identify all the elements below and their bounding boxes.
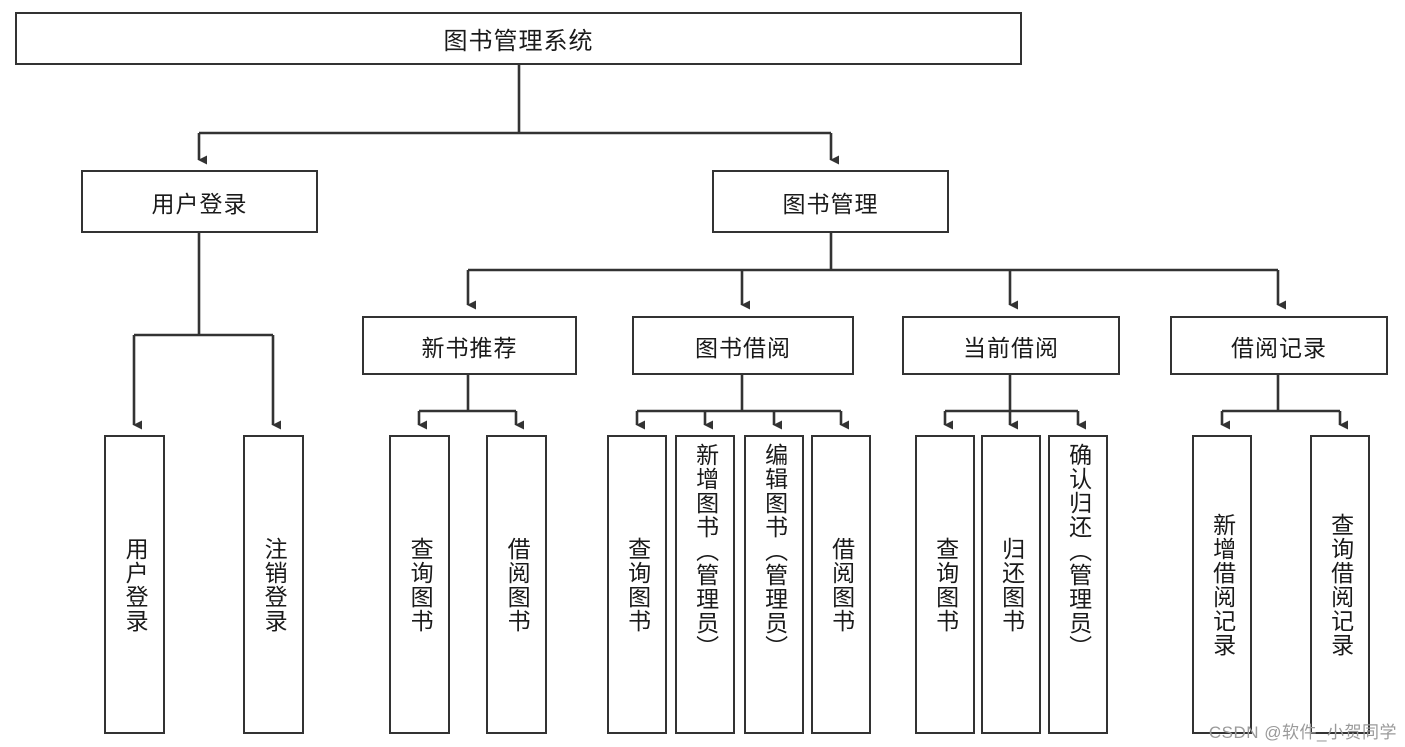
node-new-book-recommend[interactable]: 新书推荐: [362, 316, 577, 375]
node-label: 查询图书: [624, 536, 651, 633]
leaf-borrow-book-recommend[interactable]: 借阅图书: [486, 435, 547, 734]
leaf-add-book-admin[interactable]: 新增图书（管理员）: [675, 435, 735, 734]
leaf-borrow-book[interactable]: 借阅图书: [811, 435, 871, 734]
leaf-confirm-return-admin[interactable]: 确认归还（管理员）: [1048, 435, 1108, 734]
leaf-query-borrow-record[interactable]: 查询借阅记录: [1310, 435, 1370, 734]
node-label: 新书推荐: [421, 334, 518, 361]
node-label: 图书借阅: [695, 334, 791, 361]
node-label: 查询借阅记录: [1327, 512, 1354, 657]
leaf-return-book[interactable]: 归还图书: [981, 435, 1041, 734]
node-label: 查询图书: [932, 536, 959, 633]
node-label: 借阅图书: [504, 536, 531, 633]
node-borrow-records[interactable]: 借阅记录: [1170, 316, 1388, 375]
node-label: 新增借阅记录: [1209, 512, 1236, 657]
node-label: 新增图书（管理员）: [692, 443, 719, 659]
node-label: 归还图书: [998, 536, 1025, 633]
node-label: 图书管理系统: [443, 28, 594, 55]
leaf-query-book-current[interactable]: 查询图书: [915, 435, 975, 734]
node-label: 编辑图书（管理员）: [761, 443, 788, 659]
node-current-borrow[interactable]: 当前借阅: [902, 316, 1120, 375]
leaf-edit-book-admin[interactable]: 编辑图书（管理员）: [744, 435, 804, 734]
node-label: 注销登录: [261, 536, 288, 633]
leaf-query-book-recommend[interactable]: 查询图书: [389, 435, 450, 734]
node-label: 借阅记录: [1231, 334, 1327, 361]
leaf-add-borrow-record[interactable]: 新增借阅记录: [1192, 435, 1252, 734]
leaf-user-logout[interactable]: 注销登录: [243, 435, 304, 734]
leaf-user-login[interactable]: 用户登录: [104, 435, 165, 734]
node-label: 查询图书: [407, 536, 434, 633]
node-label: 用户登录: [151, 190, 248, 217]
leaf-query-book-borrow[interactable]: 查询图书: [607, 435, 667, 734]
node-root-book-management-system[interactable]: 图书管理系统: [15, 12, 1022, 65]
node-label: 借阅图书: [828, 536, 855, 633]
node-label: 确认归还（管理员）: [1065, 443, 1092, 659]
node-label: 图书管理: [782, 190, 879, 217]
node-label: 用户登录: [122, 536, 149, 633]
node-book-management[interactable]: 图书管理: [712, 170, 949, 233]
node-label: 当前借阅: [963, 334, 1059, 361]
node-user-login[interactable]: 用户登录: [81, 170, 318, 233]
node-book-borrow[interactable]: 图书借阅: [632, 316, 854, 375]
watermark: CSDN @软件_小贺同学: [1208, 723, 1397, 742]
